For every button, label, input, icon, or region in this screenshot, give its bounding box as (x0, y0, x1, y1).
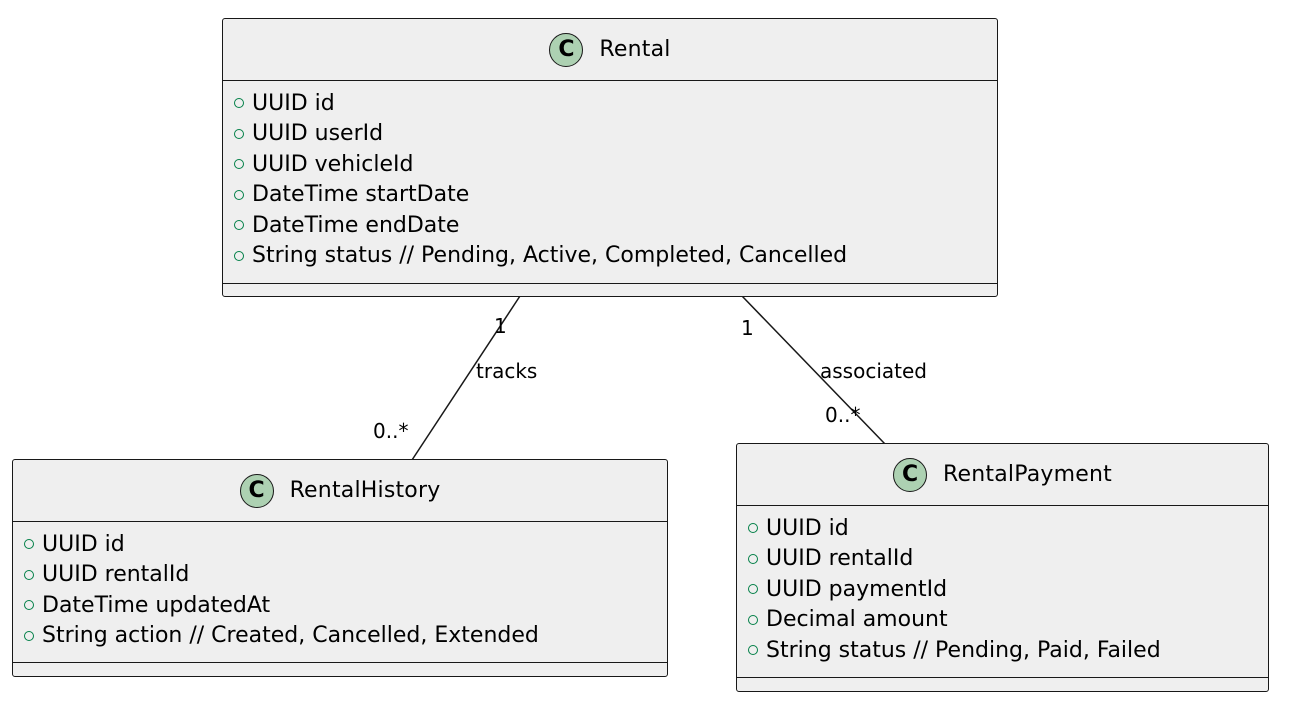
attribute-row: UUID id (234, 88, 997, 119)
public-visibility-icon (748, 584, 758, 595)
public-visibility-icon (24, 539, 34, 550)
class-rental-history-methods-divider (13, 662, 667, 663)
attribute-text: UUID id (252, 90, 335, 116)
attribute-row: UUID vehicleId (234, 149, 997, 180)
associated-association-label: associated (820, 359, 927, 383)
attribute-text: String status // Pending, Active, Comple… (252, 243, 848, 269)
public-visibility-icon (234, 220, 244, 231)
class-rental-attributes: UUID id UUID userId UUID vehicleId DateT… (223, 81, 997, 271)
class-rental-methods-divider (223, 283, 997, 284)
public-visibility-icon (234, 98, 244, 109)
attribute-text: DateTime updatedAt (42, 592, 271, 618)
public-visibility-icon (24, 600, 34, 611)
public-visibility-icon (234, 189, 244, 200)
attribute-row: DateTime startDate (234, 180, 997, 211)
class-rental-payment-methods-divider (737, 677, 1268, 678)
class-stereotype-icon: C (239, 473, 274, 508)
attribute-row: String action // Created, Cancelled, Ext… (24, 621, 667, 652)
attribute-text: Decimal amount (766, 607, 948, 633)
attribute-text: UUID id (42, 531, 125, 557)
class-rental-history-attributes: UUID id UUID rentalId DateTime updatedAt… (13, 522, 667, 651)
attribute-text: UUID id (766, 515, 849, 541)
class-rental-history-name: RentalHistory (289, 478, 441, 503)
public-visibility-icon (24, 569, 34, 580)
attribute-text: UUID paymentId (766, 576, 948, 602)
attribute-row: DateTime endDate (234, 210, 997, 241)
class-rental[interactable]: C Rental UUID id UUID userId UUID vehicl… (222, 18, 998, 297)
attribute-text: UUID vehicleId (252, 151, 414, 177)
attribute-row: String status // Pending, Active, Comple… (234, 241, 997, 272)
class-rental-payment[interactable]: C RentalPayment UUID id UUID rentalId UU… (736, 443, 1269, 692)
tracks-association-label: tracks (476, 359, 538, 383)
public-visibility-icon (748, 645, 758, 656)
tracks-association-line (411, 295, 521, 461)
public-visibility-icon (748, 614, 758, 625)
class-rental-payment-attributes: UUID id UUID rentalId UUID paymentId Dec… (737, 506, 1268, 666)
class-rental-history[interactable]: C RentalHistory UUID id UUID rentalId Da… (12, 459, 668, 677)
attribute-row: UUID rentalId (748, 544, 1268, 575)
class-rental-payment-name: RentalPayment (943, 462, 1112, 487)
attribute-text: UUID rentalId (766, 546, 914, 572)
attribute-text: String action // Created, Cancelled, Ext… (42, 623, 539, 649)
public-visibility-icon (234, 128, 244, 139)
public-visibility-icon (748, 553, 758, 564)
public-visibility-icon (234, 159, 244, 170)
class-rental-payment-header: C RentalPayment (737, 444, 1268, 506)
tracks-target-multiplicity: 0..* (373, 419, 409, 443)
attribute-text: DateTime endDate (252, 212, 460, 238)
attribute-row: UUID id (748, 513, 1268, 544)
class-rental-header: C Rental (223, 19, 997, 81)
public-visibility-icon (24, 630, 34, 641)
class-rental-history-header: C RentalHistory (13, 460, 667, 522)
associated-target-multiplicity: 0..* (825, 403, 861, 427)
attribute-row: UUID id (24, 529, 667, 560)
attribute-row: Decimal amount (748, 605, 1268, 636)
attribute-row: DateTime updatedAt (24, 590, 667, 621)
public-visibility-icon (748, 523, 758, 534)
class-rental-name: Rental (599, 37, 671, 62)
attribute-row: String status // Pending, Paid, Failed (748, 635, 1268, 666)
public-visibility-icon (234, 250, 244, 261)
associated-association-line (741, 295, 886, 445)
attribute-text: UUID userId (252, 121, 384, 147)
attribute-row: UUID userId (234, 119, 997, 150)
class-stereotype-icon: C (893, 457, 928, 492)
tracks-source-multiplicity: 1 (494, 314, 507, 338)
attribute-row: UUID rentalId (24, 560, 667, 591)
attribute-text: DateTime startDate (252, 182, 470, 208)
associated-source-multiplicity: 1 (741, 316, 754, 340)
attribute-text: String status // Pending, Paid, Failed (766, 637, 1161, 663)
class-stereotype-icon: C (549, 32, 584, 67)
attribute-text: UUID rentalId (42, 562, 190, 588)
attribute-row: UUID paymentId (748, 574, 1268, 605)
